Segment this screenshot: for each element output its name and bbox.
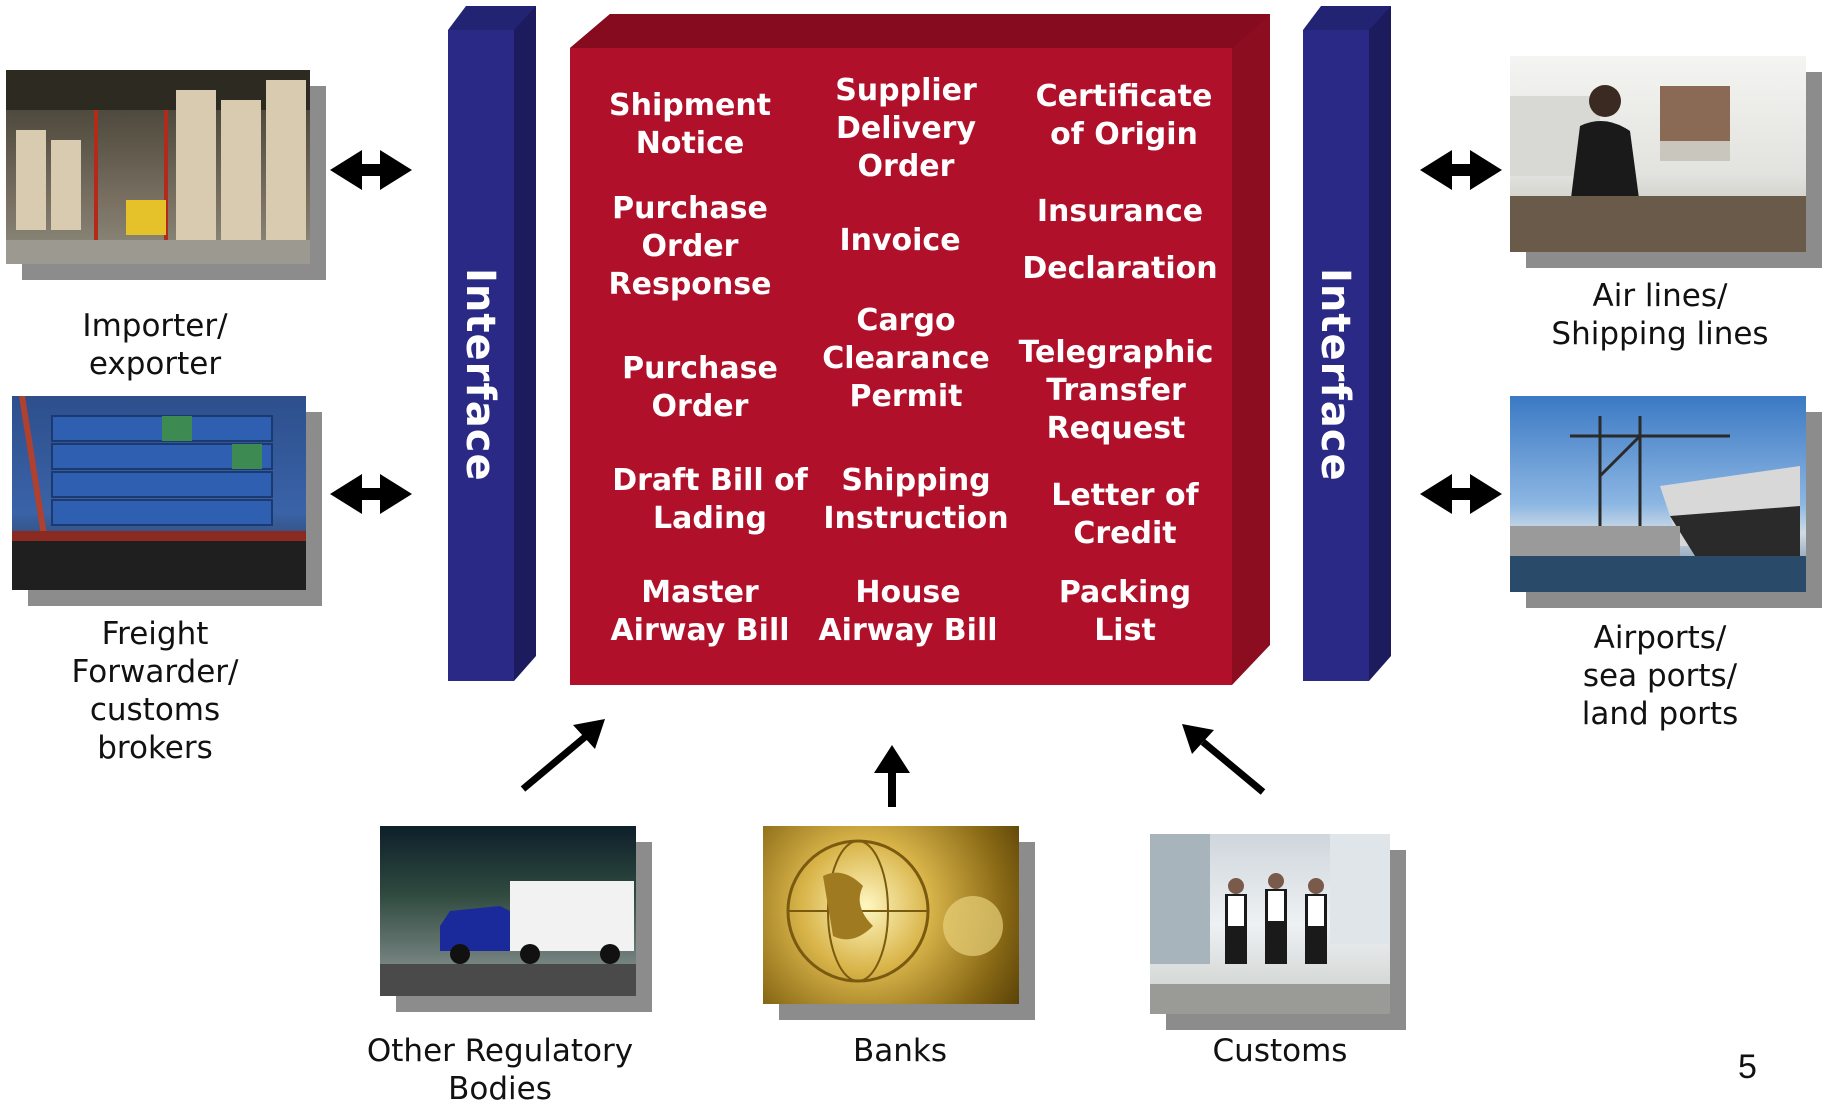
hub-top-bevel [570, 14, 1270, 48]
doc-house-airway-bill: House Airway Bill [818, 575, 998, 648]
doc-purchase-order: Purchase Order [622, 351, 778, 424]
freight-caption: Freight Forwarder/ customs brokers [71, 616, 239, 766]
doc-certificate-of-origin: Certificate of Origin [1035, 79, 1213, 152]
doc-cargo-clearance-permit: Cargo Clearance Permit [822, 303, 990, 414]
hub-front-face [570, 48, 1232, 685]
importer-photo [6, 70, 326, 280]
airlines-caption: Air lines/ Shipping lines [1551, 278, 1769, 352]
customs-photo [1150, 834, 1406, 1030]
arrow-banks-to-hub [874, 745, 910, 807]
doc-supplier-delivery-order: Supplier Delivery Order [835, 73, 977, 184]
ports-caption: Airports/ sea ports/ land ports [1581, 620, 1739, 732]
regulatory-photo [380, 826, 652, 1012]
ports-photo [1510, 396, 1822, 608]
interface-bar-right [1303, 6, 1391, 681]
doc-insurance: Insurance [1036, 194, 1204, 229]
freight-photo [12, 396, 322, 606]
bidirectional-arrow-importer [330, 150, 412, 190]
doc-shipping-instruction: Shipping Instruction [823, 463, 1009, 536]
arrow-customs-to-hub [1182, 724, 1266, 795]
document-hub [570, 14, 1270, 685]
doc-declaration: Declaration [1022, 251, 1218, 286]
banks-caption: Banks [852, 1033, 947, 1069]
doc-packing-list: Packing List [1058, 575, 1192, 648]
regulatory-caption: Other Regulatory Bodies [366, 1033, 634, 1107]
interface-label-right: Interface [1312, 268, 1358, 482]
interface-bar-left [448, 6, 536, 681]
importer-caption: Importer/ exporter [82, 308, 228, 382]
doc-master-airway-bill: Master Airway Bill [610, 575, 790, 648]
banks-photo [763, 826, 1035, 1020]
doc-purchase-order-response: Purchase Order Response [608, 191, 772, 302]
bidirectional-arrow-ports [1420, 474, 1502, 514]
hub-side-face [1232, 14, 1270, 685]
interface-label-left: Interface [457, 268, 503, 482]
bidirectional-arrow-freight [330, 474, 412, 514]
doc-telegraphic-transfer-request: Telegraphic Transfer Request [1018, 335, 1214, 446]
doc-shipment-notice: Shipment Notice [608, 88, 772, 161]
arrow-regulatory-to-hub [520, 719, 605, 792]
doc-letter-of-credit: Letter of Credit [1051, 478, 1199, 551]
customs-caption: Customs [1212, 1033, 1348, 1069]
page-number: 5 [1738, 1048, 1757, 1086]
bidirectional-arrow-airlines [1420, 150, 1502, 190]
airlines-photo [1510, 56, 1822, 268]
doc-draft-bill-of-lading: Draft Bill of Lading [612, 463, 808, 536]
doc-invoice: Invoice [839, 223, 961, 258]
